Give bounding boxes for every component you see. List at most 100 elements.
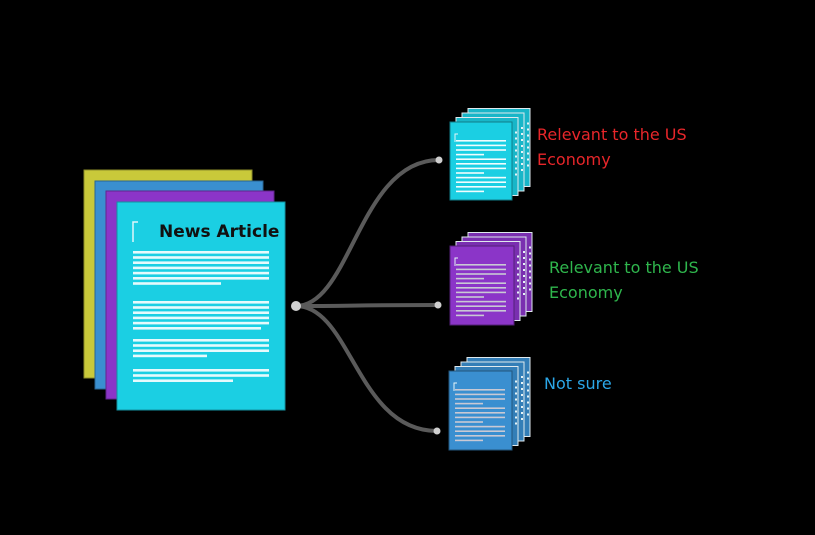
corner-mark (453, 382, 457, 391)
document-stack (449, 108, 531, 201)
text-line (133, 321, 269, 325)
text-line (133, 369, 269, 372)
text-line (456, 167, 506, 170)
text-line (455, 389, 505, 391)
corner-mark (454, 133, 458, 142)
text-line (456, 163, 506, 165)
edge-mark (515, 155, 517, 158)
news-article-stack (83, 169, 286, 411)
text-line (133, 266, 269, 270)
edge-mark (521, 139, 523, 141)
edge-mark (515, 143, 517, 146)
text-line (455, 421, 483, 423)
edge-mark (521, 127, 523, 129)
text-line (456, 158, 506, 160)
output-stacks (448, 108, 533, 451)
edge-mark (527, 401, 529, 404)
stack-sheet (449, 245, 515, 326)
document-stack (449, 232, 533, 326)
text-line (455, 402, 483, 405)
edge-mark (523, 263, 525, 265)
text-line (456, 190, 484, 193)
edge-mark (521, 145, 523, 147)
text-line (133, 301, 269, 304)
text-line (456, 172, 484, 174)
text-line (455, 398, 505, 400)
text-line (456, 264, 506, 266)
edge-mark (527, 383, 529, 386)
edge-mark (517, 255, 519, 258)
text-line (455, 425, 505, 428)
text-line (455, 393, 505, 396)
edge-mark (515, 410, 517, 413)
edge-mark (517, 279, 519, 282)
edge-mark (527, 122, 529, 125)
text-line (133, 349, 269, 352)
output-label-line: Relevant to the US (549, 258, 699, 277)
text-line (456, 181, 506, 183)
text-line (456, 176, 506, 179)
connector-lines (291, 156, 443, 435)
text-line (456, 300, 506, 303)
edge-mark (529, 258, 531, 261)
text-line (455, 416, 505, 419)
edge-mark (515, 392, 517, 395)
edge-mark (527, 389, 529, 392)
edge-mark (523, 257, 525, 259)
text-line (133, 256, 269, 259)
output-label-relevant-red: Relevant to the US Economy (537, 122, 687, 172)
edge-mark (521, 418, 523, 420)
edge-mark (521, 412, 523, 414)
edge-mark (529, 252, 531, 255)
output-label-not-sure: Not sure (544, 371, 612, 396)
edge-mark (515, 173, 517, 176)
corner-mark (132, 221, 138, 242)
text-line (456, 287, 506, 289)
edge-mark (527, 413, 529, 416)
edge-mark (515, 161, 517, 164)
edge-mark (521, 406, 523, 408)
edge-mark (515, 404, 517, 407)
text-line (456, 291, 506, 294)
connector-endpoint (433, 427, 441, 435)
edge-mark (529, 270, 531, 273)
text-line (455, 412, 505, 414)
edge-mark (515, 380, 517, 383)
text-line (133, 354, 207, 358)
edge-mark (529, 288, 531, 291)
edge-mark (515, 386, 517, 389)
edge-mark (521, 163, 523, 165)
edge-mark (521, 400, 523, 402)
text-line (133, 374, 269, 377)
edge-mark (527, 407, 529, 410)
edge-mark (515, 416, 517, 419)
edge-mark (523, 275, 525, 277)
edge-mark (517, 297, 519, 300)
text-line (133, 306, 269, 309)
edge-mark (523, 293, 525, 295)
text-line (133, 277, 269, 280)
text-line (456, 149, 506, 151)
text-line (456, 310, 506, 312)
corner-mark (454, 257, 458, 266)
text-line (456, 268, 506, 271)
edge-mark (527, 152, 529, 155)
edge-mark (515, 398, 517, 401)
edge-mark (527, 377, 529, 380)
text-line (455, 430, 505, 432)
edge-mark (517, 267, 519, 270)
output-label-line: Economy (537, 150, 611, 169)
document-stack (448, 357, 531, 451)
edge-mark (527, 371, 529, 374)
edge-mark (521, 157, 523, 159)
edge-mark (517, 285, 519, 288)
edge-mark (529, 246, 531, 249)
edge-mark (527, 128, 529, 131)
connector-endpoint (435, 156, 443, 164)
text-line (133, 282, 221, 285)
edge-mark (521, 388, 523, 390)
edge-mark (529, 276, 531, 279)
edge-mark (515, 422, 517, 425)
edge-mark (527, 140, 529, 143)
output-label-line: Not sure (544, 374, 612, 393)
